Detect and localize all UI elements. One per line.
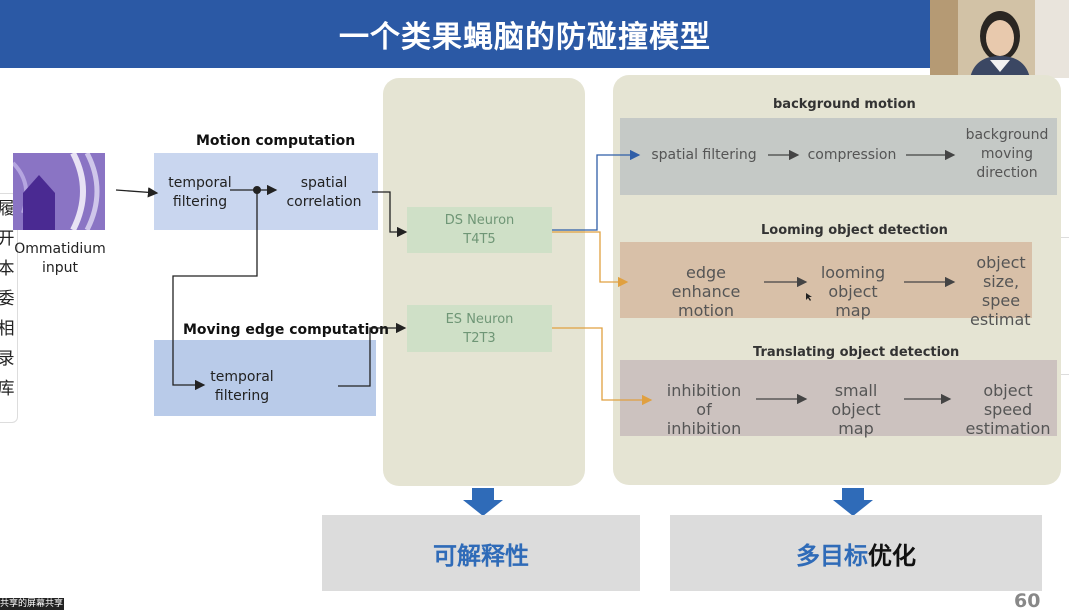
temporal-filtering-label: temporal filtering <box>168 175 232 210</box>
bg-step-spatial-filtering: spatial filtering <box>651 147 757 163</box>
background-motion-box <box>620 118 1057 195</box>
motion-computation-box <box>154 153 378 230</box>
neuron-panel <box>383 78 585 486</box>
slide-title: 一个类果蝇脑的防碰撞模型 <box>339 20 711 55</box>
bg-step-direction: background moving direction <box>965 127 1049 181</box>
mouse-cursor-icon <box>806 293 812 301</box>
ds-neuron-box: DS Neuron T4T5 <box>407 207 552 253</box>
moving-edge-title: Moving edge computation <box>183 322 389 338</box>
left-strip-char: 委 <box>0 289 15 309</box>
moving-edge-temporal-label: temporal filtering <box>210 369 274 404</box>
webcam-video[interactable] <box>930 0 1069 78</box>
moving-edge-box <box>154 340 376 416</box>
screen-share-indicator[interactable]: 共享的屏幕共享 <box>0 598 64 610</box>
left-strip-char: 相 <box>0 319 15 339</box>
optimization-text: 优化 <box>868 541 916 570</box>
background-motion-title: background motion <box>773 97 916 112</box>
motion-computation-title: Motion computation <box>196 133 356 149</box>
ommatidium-image <box>11 151 105 232</box>
interpretability-text: 可解释性 <box>433 541 529 570</box>
left-strip-char: 履 <box>0 199 15 219</box>
down-arrow-right-icon <box>833 488 873 516</box>
looming-step-edge: edge enhance motion <box>671 263 741 320</box>
spatial-correlation-label: spatial correlation <box>286 175 362 210</box>
looming-step-map: looming object map <box>820 263 886 320</box>
es-neuron-name: ES Neuron <box>445 311 514 327</box>
ds-neuron-name: DS Neuron <box>444 213 515 228</box>
multi-objective-box: 多目标优化 <box>670 515 1042 591</box>
es-neuron-sub: T2T3 <box>463 330 496 346</box>
multi-objective-text: 多目标 <box>796 541 868 570</box>
title-bar <box>0 0 1069 68</box>
ds-neuron-sub: T4T5 <box>463 232 496 247</box>
translating-title: Translating object detection <box>753 345 960 360</box>
left-strip-char: 录 <box>0 349 15 369</box>
looming-box <box>620 242 1032 318</box>
left-side-panel[interactable]: 履 开 本 委 相 录 库 <box>0 193 18 423</box>
translating-step-inhibition: inhibition of inhibition <box>666 381 742 438</box>
presenter-video-icon <box>930 0 1069 78</box>
looming-title: Looming object detection <box>761 223 948 238</box>
page-number: 60 <box>1014 590 1041 612</box>
ommatidium-label: Ommatidium input <box>14 241 106 276</box>
bg-step-compression: compression <box>807 147 897 163</box>
translating-step-map: small object map <box>831 381 881 438</box>
left-strip-char: 库 <box>0 379 15 399</box>
left-strip-char: 开 <box>0 229 15 249</box>
translating-box <box>620 360 1057 436</box>
translating-step-speed: object speed estimation <box>965 381 1051 438</box>
left-strip-char: 本 <box>0 259 15 279</box>
es-neuron-box: ES Neuron T2T3 <box>407 305 552 352</box>
down-arrow-left-icon <box>463 488 503 516</box>
interpretability-box: 可解释性 <box>322 515 640 591</box>
looming-step-size: object size, spee estimatio <box>970 253 1032 329</box>
